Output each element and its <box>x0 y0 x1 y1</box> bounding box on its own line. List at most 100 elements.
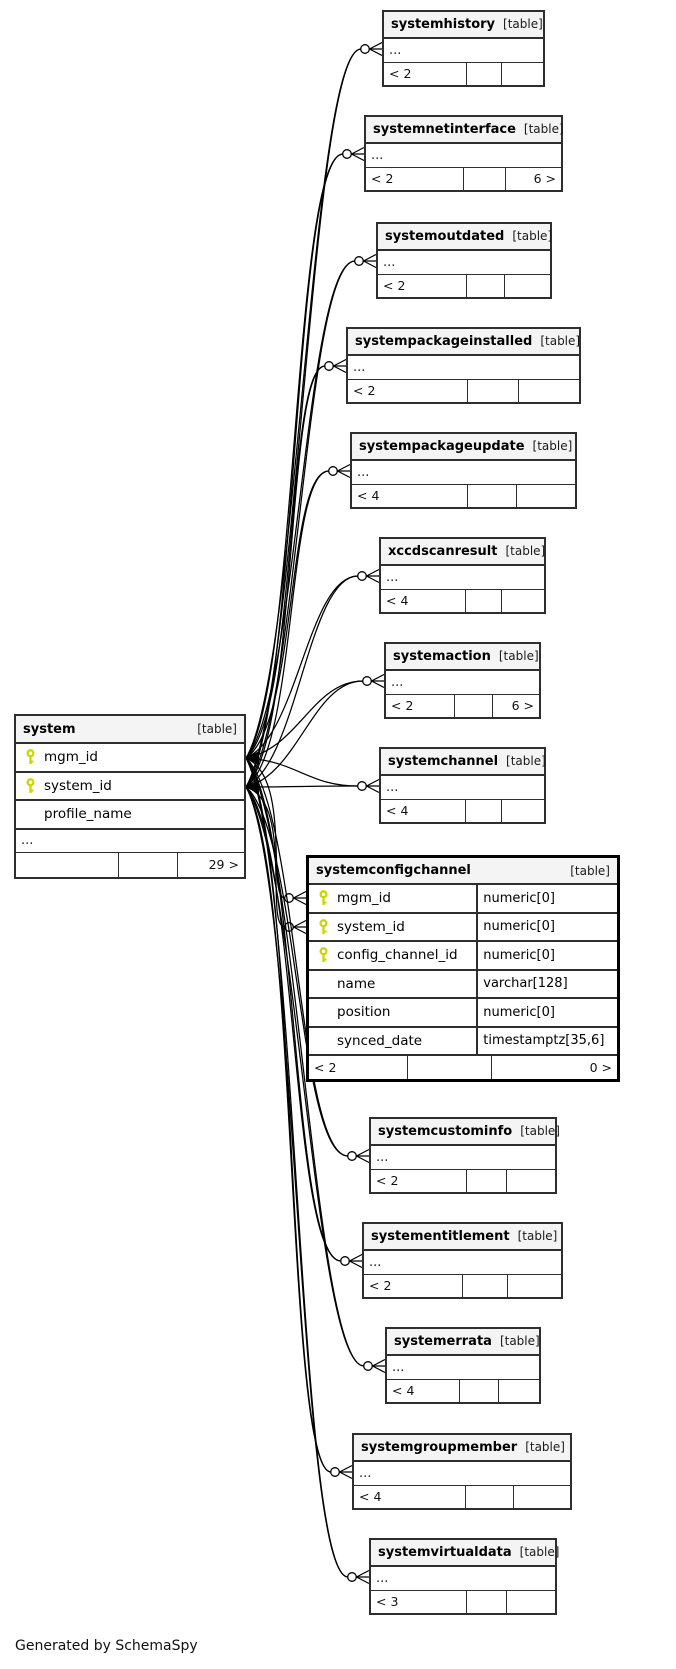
footer-spacer <box>455 694 494 717</box>
more-columns-row: ... <box>384 39 543 63</box>
footer-parent-count: < 2 <box>371 1169 467 1192</box>
table-title: systemconfigchannel <box>316 863 471 878</box>
table-tag: [table] <box>499 1334 540 1349</box>
table-systemhistory[interactable]: systemhistory[table]...< 2 <box>382 10 545 87</box>
table-header: systementitlement [table] <box>364 1224 561 1251</box>
table-title: systemaction <box>393 648 491 664</box>
table-systementitlement[interactable]: systementitlement[table]...< 2 <box>362 1222 563 1299</box>
primary-key-icon <box>318 947 328 963</box>
more-columns-row: ... <box>348 356 579 380</box>
primary-key-icon <box>318 918 328 934</box>
column-name-cell: profile_name <box>16 801 244 828</box>
table-systemgroupmember[interactable]: systemgroupmember[table]...< 4 <box>352 1433 572 1510</box>
primary-key-icon <box>25 777 35 793</box>
footer-child-count: 6 > <box>533 171 556 187</box>
table-header: systempackageupdate[table] <box>352 434 575 461</box>
footer-child-count <box>517 485 575 508</box>
table-footer: < 4 <box>381 589 544 612</box>
column-name-cell: position <box>309 999 476 1026</box>
table-systemvirtualdata[interactable]: systemvirtualdata[table]...< 3 <box>369 1538 559 1615</box>
footer-parent-count: < 2 <box>378 274 468 297</box>
table-systempackageupdate[interactable]: systempackageupdate[table]...< 4 <box>350 432 577 509</box>
footer-child-count <box>505 275 550 298</box>
column-type: numeric[0] <box>476 942 617 969</box>
table-systemchannel[interactable]: systemchannel [table]...< 4 <box>379 747 546 824</box>
footer-parent-count: < 4 <box>381 589 466 612</box>
column-name: system_id <box>337 918 405 935</box>
footer-spacer <box>464 167 507 190</box>
edge-system-systemchannel <box>245 757 380 794</box>
table-systempackageinstalled[interactable]: systempackageinstalled[table]...< 2 <box>346 327 581 404</box>
more-columns-row: ... <box>366 144 561 168</box>
edge-system-systempackageinstalled <box>245 358 347 788</box>
column-name-cell: mgm_id <box>16 744 244 771</box>
edge-system-systemvirtualdata <box>245 757 370 1585</box>
table-systemcustominfo[interactable]: systemcustominfo[table]...< 2 <box>369 1117 560 1194</box>
more-columns-row: ... <box>386 671 539 695</box>
more-columns-row: ... <box>371 1146 555 1170</box>
table-footer: < 4 <box>381 799 544 823</box>
column-type: timestamptz[35,6] <box>476 1027 617 1054</box>
table-header: systemconfigchannel [table] <box>309 858 617 885</box>
table-xccdscanresult[interactable]: xccdscanresult[table]...< 4 <box>379 537 546 614</box>
column-name-cell: mgm_id <box>309 885 476 912</box>
footer-parent-count: < 4 <box>352 484 468 507</box>
footer-child-count <box>502 800 544 823</box>
edge-system-systemnetinterface <box>245 146 365 788</box>
table-footer: < 4 <box>387 1379 539 1402</box>
table-header: systemaction[table] <box>386 644 539 671</box>
table-footer: < 4 <box>352 484 575 508</box>
footer-spacer <box>467 1169 508 1192</box>
more-columns-row: ... <box>381 776 544 800</box>
edge-fan-origin <box>246 780 259 794</box>
footer-parent-count <box>16 852 119 877</box>
more-columns-row: ... <box>354 1462 570 1486</box>
column-name-cell: synced_date <box>309 1028 476 1055</box>
footer-spacer <box>466 1485 514 1508</box>
table-header: systemerrata [table] <box>387 1329 540 1356</box>
table-tag: [table] <box>197 722 237 736</box>
table-tag: [table] <box>517 1229 558 1244</box>
more-columns-row: ... <box>378 251 550 275</box>
table-title: systemerrata <box>394 1333 492 1349</box>
footer-parent-count: < 2 <box>348 379 469 402</box>
column-name-cell: config_channel_id <box>309 942 476 969</box>
column-name: name <box>337 975 376 992</box>
table-title: systementitlement <box>371 1228 510 1244</box>
table-systemoutdated[interactable]: systemoutdated[table]...< 2 <box>376 222 552 299</box>
footer-child-count <box>507 1170 555 1193</box>
footer-spacer <box>460 1379 500 1402</box>
table-footer: < 2 <box>384 62 543 86</box>
table-systemerrata[interactable]: systemerrata[table]...< 4 <box>385 1327 541 1404</box>
column-row-mgm_id: mgm_id <box>16 744 244 773</box>
table-tag: [table] <box>570 863 610 878</box>
footer-child-count: 29 > <box>208 857 239 873</box>
table-title: systemgroupmember <box>361 1439 518 1455</box>
footer-parent-count: < 4 <box>354 1485 467 1508</box>
footer-spacer <box>463 1274 508 1297</box>
footer-child-count <box>502 63 543 86</box>
table-title: systemhistory <box>391 16 496 32</box>
table-tag: [table] <box>540 334 581 349</box>
table-title: system <box>23 721 76 737</box>
table-tag: [table] <box>506 754 546 769</box>
table-title: systemchannel <box>388 753 499 769</box>
column-type: numeric[0] <box>476 885 617 912</box>
table-title: systemoutdated <box>385 228 505 244</box>
footer-parent-count: < 2 <box>364 1274 463 1297</box>
more-columns-row: ... <box>16 830 244 853</box>
table-header: system [table] <box>16 716 244 744</box>
table-title: systempackageupdate <box>359 438 525 454</box>
footer-spacer <box>468 484 517 507</box>
